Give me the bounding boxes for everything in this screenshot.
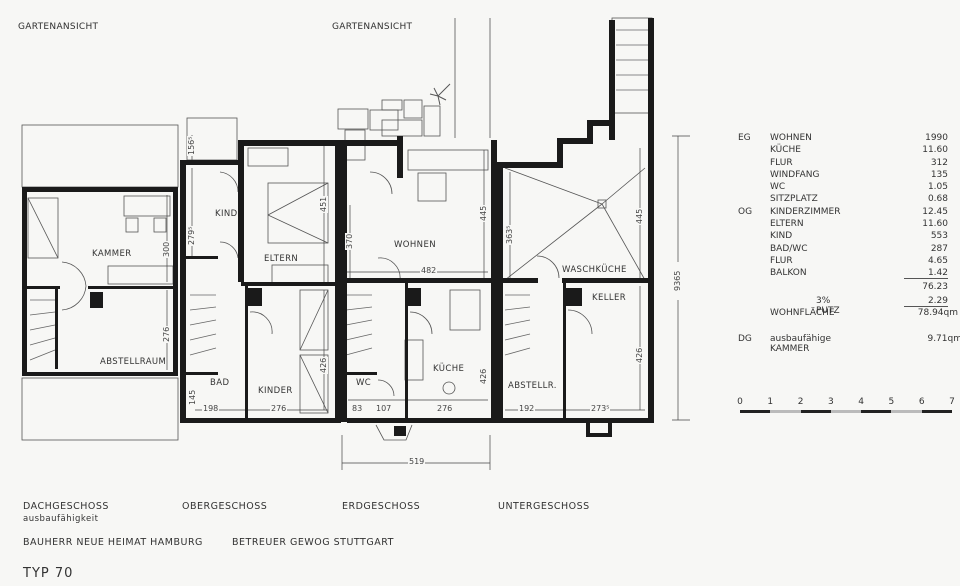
dim-eg-wc-width: 83 — [351, 404, 364, 413]
credit-bauherr: BAUHERR NEUE HEIMAT HAMBURG — [23, 537, 203, 548]
type-label: TYP 70 — [23, 566, 74, 581]
dim-ug-abstellr-width: 192 — [518, 404, 536, 413]
dim-eg-wohnen-right: 445 — [479, 204, 488, 222]
dim-og-eltern: 451 — [319, 195, 328, 213]
room-bad: BAD — [210, 378, 230, 388]
room-keller: KELLER — [592, 293, 627, 303]
dg-roof-area-bottom — [21, 377, 179, 441]
room-abstellraum: ABSTELLRAUM — [100, 357, 167, 367]
room-kinder: KINDER — [258, 386, 293, 396]
room-wohnen: WOHNEN — [394, 240, 436, 250]
room-kind: KIND — [215, 209, 238, 219]
dim-ug-wasch-right: 445 — [635, 207, 644, 225]
dim-og-kind: 279⁵ — [187, 225, 196, 246]
room-eltern: ELTERN — [264, 254, 299, 264]
plant-symbol — [429, 83, 451, 106]
dim-ug-keller-width: 273⁵ — [590, 404, 611, 413]
scale-bar: 0 1 2 3 4 5 6 7 — [737, 397, 955, 413]
dim-eg-flur-width: 107 — [375, 404, 393, 413]
dim-ug-wasch-left: 363⁵ — [505, 224, 514, 245]
dim-og-kinder-width: 276 — [270, 404, 288, 413]
caption-obergeschoss: OBERGESCHOSS — [182, 501, 268, 512]
room-wc: WC — [356, 378, 372, 388]
dim-eg-wohnen-width: 482 — [420, 266, 438, 275]
dim-og-balcony: 156⁵ — [187, 135, 196, 156]
caption-untergeschoss: UNTERGESCHOSS — [498, 501, 590, 512]
room-kueche: KÜCHE — [433, 364, 465, 374]
room-waschkueche: WASCHKÜCHE — [562, 265, 627, 275]
scale-ticks: 0 1 2 3 4 5 6 7 — [737, 397, 955, 407]
credit-betreuer: BETREUER GEWOG STUTTGART — [232, 537, 394, 548]
dim-og-bad-width: 198 — [202, 404, 220, 413]
caption-dachgeschoss-sub: ausbaufähigkeit — [23, 514, 99, 524]
dim-dg-abstell: 276 — [162, 325, 171, 343]
dim-eg-wohnen-left: 370 — [345, 232, 354, 250]
heading-garden-view-left: GARTENANSICHT — [18, 22, 99, 32]
dim-eg-kueche-depth: 426 — [479, 367, 488, 385]
dim-dg-kammer: 300 — [162, 240, 171, 258]
room-kammer: KAMMER — [92, 249, 132, 259]
dim-eg-kueche-width: 276 — [436, 404, 454, 413]
scale-bar-segments — [740, 410, 952, 413]
heading-garden-view-center: GARTENANSICHT — [332, 22, 413, 32]
dim-eg-total-width: 519 — [408, 457, 426, 466]
dim-og-bad-height: 145 — [188, 388, 197, 406]
dim-ug-keller-depth: 426 — [635, 346, 644, 364]
caption-dachgeschoss: DACHGESCHOSS — [23, 501, 109, 512]
caption-erdgeschoss: ERDGESCHOSS — [342, 501, 421, 512]
dim-ug-total-depth: 9365 — [673, 269, 682, 292]
room-abstellr: ABSTELLR. — [508, 381, 557, 391]
dim-og-kinder: 426 — [319, 356, 328, 374]
dg-roof-area — [21, 124, 179, 188]
